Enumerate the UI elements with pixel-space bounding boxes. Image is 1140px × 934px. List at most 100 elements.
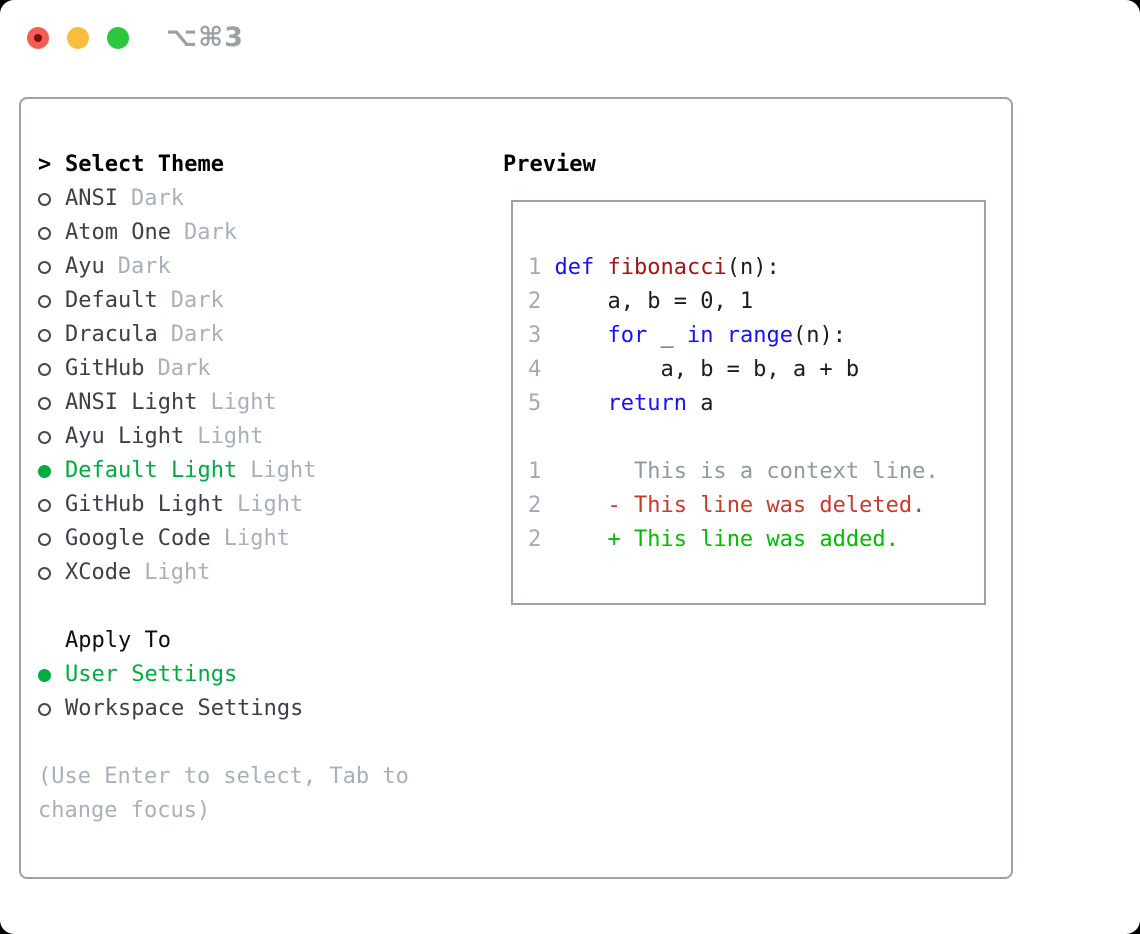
code-segment: a, b = b, a + b (541, 357, 860, 382)
close-button[interactable] (27, 27, 49, 49)
theme-name: XCode (65, 560, 132, 585)
radio-selected-icon (38, 668, 65, 682)
code-line: 4 a, b = b, a + b (528, 353, 984, 387)
window-title: ⌥⌘3 (166, 22, 244, 53)
code-segment: a (686, 391, 714, 416)
spacer (38, 726, 409, 760)
select-theme-title: Select Theme (65, 152, 224, 177)
zoom-button[interactable] (107, 27, 129, 49)
line-number: 2 (528, 289, 542, 314)
line-number: 5 (528, 391, 542, 416)
apply-to-header: Apply To (65, 628, 171, 653)
radio-icon (38, 362, 65, 376)
preview-title: Preview (503, 152, 596, 177)
line-number: 2 (528, 527, 542, 552)
circle-icon (38, 498, 51, 512)
theme-name: ANSI Light (65, 390, 198, 415)
apply-to-option[interactable]: Workspace Settings (38, 692, 409, 726)
circle-icon (38, 226, 51, 240)
theme-variant-tag: Dark (170, 288, 224, 313)
theme-option[interactable]: Default Dark (38, 284, 409, 318)
code-line (528, 421, 984, 455)
apply-option-label: User Settings (65, 662, 238, 687)
code-line: 2 - This line was deleted. (528, 489, 984, 523)
radio-icon (38, 328, 65, 342)
radio-icon (38, 566, 65, 580)
theme-name: Default (65, 288, 158, 313)
theme-option[interactable]: XCode Light (38, 556, 409, 590)
code-segment: fibonacci (607, 255, 727, 280)
code-segment (541, 323, 607, 348)
line-number: 3 (528, 323, 542, 348)
code-segment (541, 527, 607, 552)
theme-option[interactable]: Atom One Dark (38, 216, 409, 250)
code-segment (541, 255, 554, 280)
theme-name: Google Code (65, 526, 211, 551)
circle-icon (38, 430, 51, 444)
theme-name: ANSI (65, 186, 118, 211)
radio-icon (38, 532, 65, 546)
radio-icon (38, 294, 65, 308)
theme-variant-tag: Dark (157, 356, 211, 381)
circle-icon (38, 532, 51, 546)
code-segment (594, 255, 607, 280)
close-dot-icon (34, 34, 42, 42)
circle-icon (38, 362, 51, 376)
theme-option[interactable]: Default Light Light (38, 454, 409, 488)
code-line: 1 def fibonacci(n): (528, 251, 984, 285)
code-line: 2 + This line was added. (528, 523, 984, 557)
code-line: 5 return a (528, 387, 984, 421)
code-segment (541, 391, 607, 416)
code-segment: (n): (792, 323, 846, 348)
theme-variant-tag: Light (236, 492, 304, 517)
theme-option[interactable]: ANSI Dark (38, 182, 409, 216)
theme-variant-tag: Light (144, 560, 211, 585)
code-segment: range (726, 323, 793, 348)
theme-variant-tag: Light (223, 526, 290, 551)
code-segment: in (686, 323, 714, 348)
apply-to-option[interactable]: User Settings (38, 658, 409, 692)
code-segment (713, 323, 726, 348)
code-segment (541, 493, 607, 518)
theme-name: Ayu (65, 254, 105, 279)
code-segment: _ (647, 323, 687, 348)
code-segment: def (554, 255, 595, 280)
theme-name: Default Light (65, 458, 238, 483)
circle-icon (38, 294, 51, 308)
code-segment: a, b = 0, 1 (541, 289, 754, 314)
radio-icon (38, 498, 65, 512)
line-number: 1 (528, 255, 542, 280)
radio-selected-icon (38, 464, 65, 478)
circle-icon (38, 566, 51, 580)
code-segment: for (607, 323, 648, 348)
apply-option-label: Workspace Settings (65, 696, 304, 721)
radio-icon (38, 192, 65, 206)
spacer (38, 590, 409, 624)
code-segment: - This line was deleted. (607, 493, 926, 518)
circle-icon (38, 702, 51, 716)
radio-icon (38, 702, 65, 716)
minimize-button[interactable] (67, 27, 89, 49)
prompt-icon: > (38, 152, 52, 177)
theme-name: Ayu Light (65, 424, 185, 449)
radio-icon (38, 396, 65, 410)
code-segment: return (607, 391, 687, 416)
select-theme-header: > Select Theme (38, 148, 409, 182)
theme-variant-tag: Dark (183, 220, 237, 245)
code-segment: + This line was added. (607, 527, 899, 552)
theme-variant-tag: Dark (130, 186, 184, 211)
radio-icon (38, 260, 65, 274)
theme-name: Atom One (65, 220, 171, 245)
theme-variant-tag: Light (250, 458, 317, 483)
theme-option[interactable]: Google Code Light (38, 522, 409, 556)
